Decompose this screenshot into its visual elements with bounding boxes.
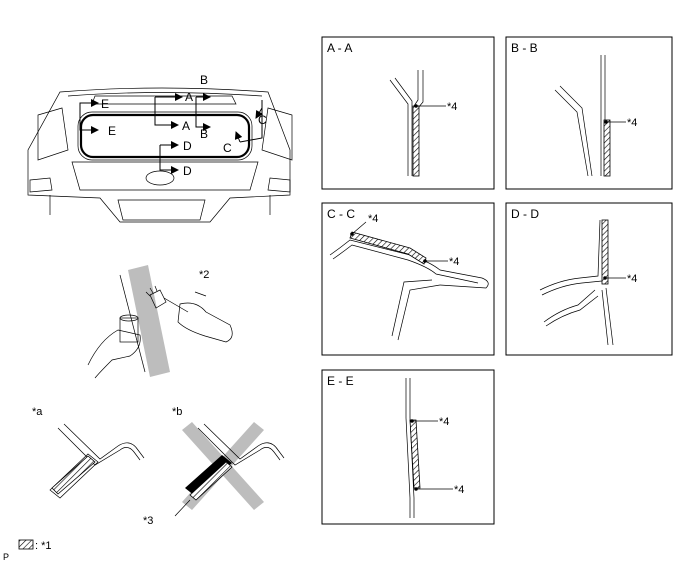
vehicle-rear-overview: A A B B C C D D E E <box>27 73 293 223</box>
panel-e-e-callout-4-bottom: *4 <box>454 484 464 496</box>
legend-text: : *1 <box>35 540 52 552</box>
example-incorrect: *b *3 <box>143 406 285 527</box>
panel-section-b-b: B - B *4 <box>505 36 673 190</box>
section-label-e-bottom: E <box>108 124 116 138</box>
legend: : *1 P <box>3 539 52 562</box>
section-label-d-bottom: D <box>183 164 192 178</box>
panel-title-b-b: B - B <box>511 41 538 55</box>
panel-title-a-a: A - A <box>327 41 352 55</box>
panel-d-d-callout-4: *4 <box>627 273 637 285</box>
section-label-a-top: A <box>185 90 193 104</box>
example-correct: *a <box>32 406 145 499</box>
section-label-b-top: B <box>200 73 208 87</box>
panel-section-e-e: E - E *4 *4 <box>321 369 495 525</box>
panel-title-d-d: D - D <box>511 207 539 221</box>
panel-c-c-callout-4-top: *4 <box>368 213 378 225</box>
hatch-legend-swatch <box>18 539 34 550</box>
panel-title-c-c: C - C <box>327 207 355 221</box>
section-label-d-top: D <box>183 139 192 153</box>
panel-title-e-e: E - E <box>327 374 354 388</box>
panel-section-a-a: A - A *4 <box>321 36 495 190</box>
section-label-c-right: C <box>258 113 267 127</box>
panel-a-a-callout-4: *4 <box>447 101 457 113</box>
callout-star2: *2 <box>199 269 209 281</box>
primer-application-illustration: *2 <box>87 265 233 379</box>
callout-star3: *3 <box>143 515 153 527</box>
panel-c-c-callout-4-right: *4 <box>449 256 459 268</box>
label-star-a: *a <box>32 406 43 418</box>
panel-section-d-d: D - D *4 <box>505 202 673 356</box>
section-label-c-left: C <box>223 141 232 155</box>
corner-mark: P <box>3 552 9 562</box>
panel-e-e-callout-4-top: *4 <box>439 416 449 428</box>
section-label-e-top: E <box>101 97 109 111</box>
panel-b-b-callout-4: *4 <box>627 117 637 129</box>
section-label-a-bottom: A <box>182 119 190 133</box>
section-label-b-bottom: B <box>200 127 208 141</box>
panel-section-c-c: C - C *4 *4 <box>321 202 495 356</box>
label-star-b: *b <box>172 406 182 418</box>
